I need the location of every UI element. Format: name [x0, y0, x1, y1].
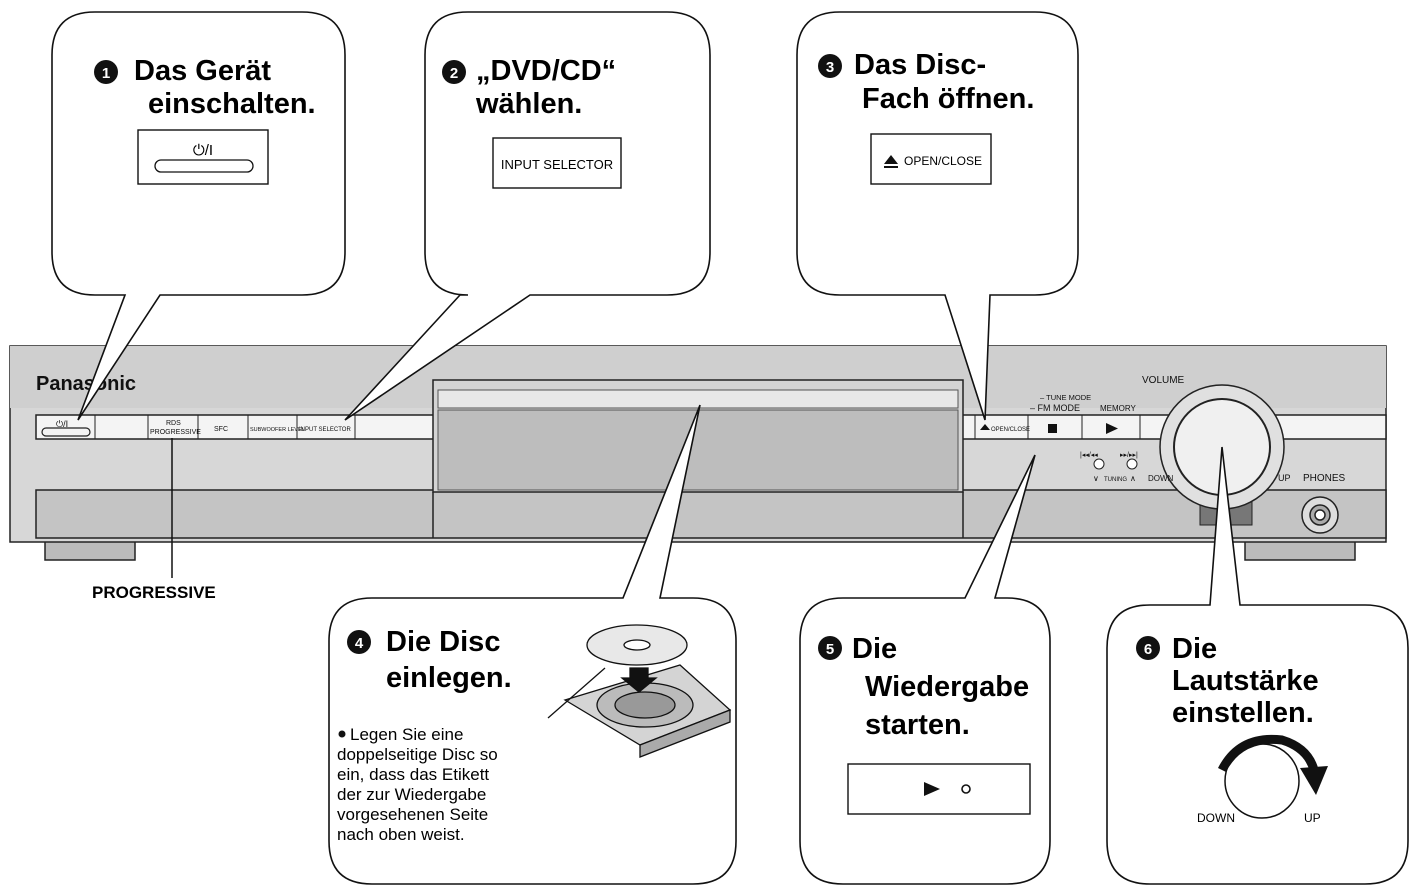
stop-button[interactable] — [1048, 424, 1057, 433]
step-4-title-line1: Die Disc — [386, 626, 500, 658]
step-5-title-line3: starten. — [865, 709, 970, 741]
panel-up-label: UP — [1278, 473, 1291, 483]
step-3-title-line2: Fach öffnen. — [862, 83, 1034, 115]
step-4-badge — [347, 630, 371, 654]
panel-rds-label: RDS — [166, 420, 181, 427]
panel-tune-mode-label: – TUNE MODE — [1040, 393, 1091, 402]
callout-4 — [328, 404, 737, 885]
panel-open-close-label: OPEN/CLOSE — [991, 427, 1030, 433]
panel-power-label: ⏻/I — [56, 419, 68, 429]
step-6-title-line1: Die — [1172, 633, 1217, 665]
svg-text:∨: ∨ — [1093, 474, 1099, 483]
step-5-badge — [818, 636, 842, 660]
step-1-badge — [94, 60, 118, 84]
panel-tuning-label: TUNING — [1104, 477, 1127, 483]
step-6-down-label: DOWN — [1197, 811, 1235, 825]
panel-down-label: DOWN — [1148, 474, 1174, 483]
step-6-up-label: UP — [1304, 811, 1321, 825]
step-4-title-line2: einlegen. — [386, 662, 512, 694]
progressive-callout: PROGRESSIVE — [92, 583, 216, 602]
callout-6 — [1106, 446, 1409, 885]
indicator-icon — [961, 784, 971, 794]
step-5-title-line1: Die — [852, 633, 897, 665]
play-icon — [924, 782, 940, 796]
step-3-title-line1: Das Disc- — [854, 49, 986, 81]
panel-subwoofer-label: SUBWOOFER LEVEL — [250, 427, 305, 433]
step-1-title-line1: Das Gerät — [134, 55, 271, 87]
rotate-arrow-icon — [1217, 734, 1319, 773]
step-6-badge — [1136, 636, 1160, 660]
panel-fm-mode-label: – FM MODE — [1030, 403, 1080, 413]
step-1-power-button[interactable] — [137, 129, 269, 185]
svg-text:5: 5 — [826, 641, 834, 658]
svg-text:2: 2 — [450, 65, 458, 82]
step-3-open-close-label: OPEN/CLOSE — [904, 154, 982, 168]
step-2-input-selector-button[interactable] — [492, 137, 622, 189]
panel-phones-label: PHONES — [1303, 473, 1346, 484]
panel-skip-forward-icon: ▸▸/▸▸| — [1120, 452, 1138, 459]
brand-logo: Panasonic — [36, 373, 136, 395]
step-1-power-label: ⏻/I — [193, 142, 213, 159]
svg-text:3: 3 — [826, 59, 834, 76]
down-arrow-icon — [620, 667, 658, 693]
disc-tray-illustration — [547, 624, 732, 758]
svg-text:4: 4 — [355, 635, 364, 652]
eject-icon — [884, 155, 898, 164]
callout-2 — [344, 11, 711, 421]
device-power-button[interactable] — [41, 427, 91, 437]
step-2-input-selector-label: INPUT SELECTOR — [501, 157, 613, 172]
svg-text:1: 1 — [102, 65, 110, 82]
callout-1 — [51, 11, 346, 421]
callout-3 — [796, 11, 1079, 421]
panel-input-selector-label: INPUT SELECTOR — [299, 427, 351, 433]
panel-skip-back-icon: |◂◂/◂◂ — [1080, 452, 1098, 459]
play-button[interactable] — [1106, 423, 1118, 434]
panel-progressive-label: PROGRESSIVE — [150, 429, 201, 436]
step-6-title-line2: Lautstärke — [1172, 665, 1319, 697]
svg-text:6: 6 — [1144, 641, 1152, 658]
bullet-icon — [338, 730, 346, 738]
step-2-title-line2: wählen. — [475, 88, 582, 120]
step-5-title-line2: Wiedergabe — [865, 671, 1029, 703]
step-3-badge — [818, 54, 842, 78]
panel-memory-label: MEMORY — [1100, 404, 1137, 413]
step-6-title-line3: einstellen. — [1172, 697, 1314, 729]
svg-text:∧: ∧ — [1130, 474, 1136, 483]
step-2-title-line1: „DVD/CD“ — [476, 55, 616, 87]
left-foot — [44, 539, 136, 561]
device — [9, 345, 1387, 561]
panel-volume-label: VOLUME — [1142, 375, 1185, 386]
panel-sfc-label: SFC — [214, 426, 228, 433]
step-1-title-line2: einschalten. — [148, 88, 316, 120]
step-4-note: Legen Sie eine doppelseitige Disc so ein… — [337, 725, 502, 844]
right-foot — [1244, 539, 1356, 561]
step-2-badge — [442, 60, 466, 84]
